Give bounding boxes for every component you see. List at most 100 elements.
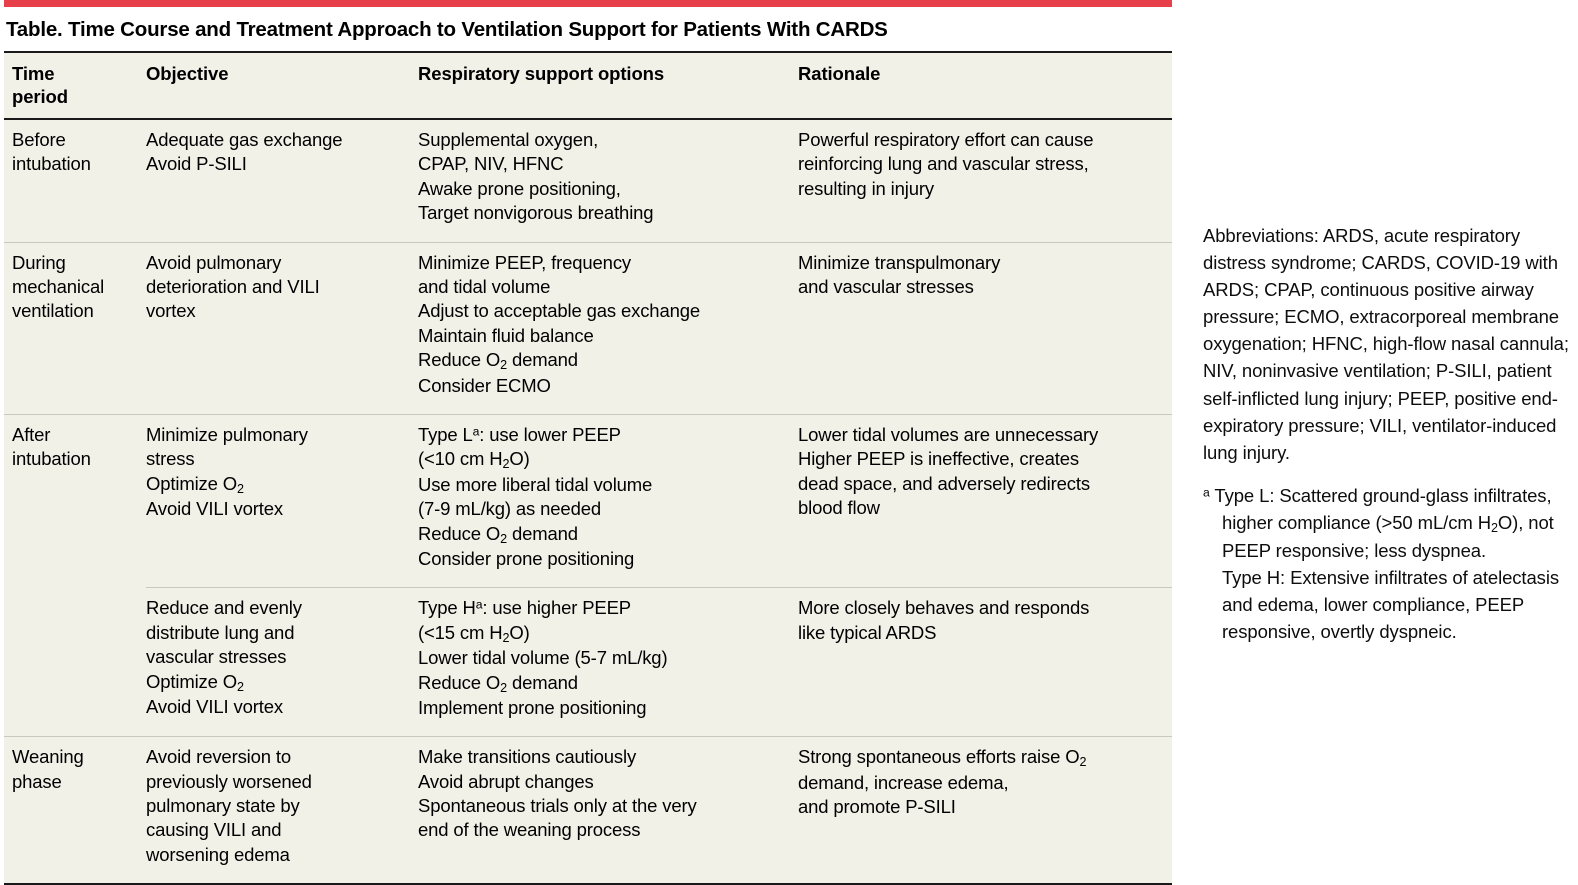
cell-respiratory-support: Type Ha: use higher PEEP (<15 cm H2O) Lo… <box>418 587 798 737</box>
cell-line: Powerful respiratory effort can cause <box>798 128 1094 150</box>
cell-objective: Avoid pulmonary deterioration and VILI v… <box>146 241 418 415</box>
cell-line-peep-value: (<15 cm H2O) <box>418 621 530 645</box>
abbreviations-note: Abbreviations: ARDS, acute respiratory d… <box>1203 225 1569 463</box>
notes-column: Abbreviations: ARDS, acute respiratory d… <box>1203 222 1571 646</box>
column-header-time-period: Time period <box>4 51 146 120</box>
accent-rule <box>4 0 1172 7</box>
data-table: Time period Objective Respiratory suppor… <box>4 51 1172 885</box>
cell-line: Before <box>12 128 66 150</box>
cell-line: end of the weaning process <box>418 819 641 841</box>
cell-line: Adequate gas exchange <box>146 128 343 150</box>
cell-line: Avoid VILI vortex <box>146 498 283 520</box>
cell-line: Higher PEEP is ineffective, creates <box>798 448 1079 470</box>
cell-line: Weaning <box>12 746 84 768</box>
cell-line: CPAP, NIV, HFNC <box>418 153 564 175</box>
cell-line: Supplemental oxygen, <box>418 128 599 150</box>
cell-line: Adjust to acceptable gas exchange <box>418 300 700 322</box>
cell-line: Minimize pulmonary <box>146 423 308 445</box>
cell-rationale: Lower tidal volumes are unnecessary High… <box>798 413 1172 588</box>
cell-rationale: More closely behaves and responds like t… <box>798 587 1172 737</box>
cell-line: blood flow <box>798 497 880 519</box>
cell-objective: Minimize pulmonary stress Optimize O2 Av… <box>146 413 418 588</box>
table-block: Table. Time Course and Treatment Approac… <box>4 0 1172 885</box>
cell-line-reduce-o2: Reduce O2 demand <box>418 522 578 546</box>
cell-line: Consider prone positioning <box>418 547 635 569</box>
cell-line: and tidal volume <box>418 276 551 297</box>
cell-line: Maintain fluid balance <box>418 324 594 346</box>
column-header-rationale: Rationale <box>798 51 1172 120</box>
cell-respiratory-support: Type La: use lower PEEP (<10 cm H2O) Use… <box>418 413 798 588</box>
cell-line: Lower tidal volume (5-7 mL/kg) <box>418 647 668 669</box>
table-row: Before intubation Adequate gas exchange … <box>4 118 1172 243</box>
cell-rationale: Minimize transpulmonary and vascular str… <box>798 241 1172 415</box>
cell-line: mechanical <box>12 276 105 297</box>
cell-line: previously worsened <box>146 770 312 792</box>
cell-line: Consider ECMO <box>418 374 551 396</box>
cell-line-type-h: Type Ha: use higher PEEP <box>418 597 631 619</box>
cell-respiratory-support: Supplemental oxygen, CPAP, NIV, HFNC Awa… <box>418 118 798 243</box>
cell-line: Avoid VILI vortex <box>146 695 283 717</box>
cell-line: like typical ARDS <box>798 621 937 643</box>
cell-objective: Avoid reversion to previously worsened p… <box>146 736 418 885</box>
table-header: Time period Objective Respiratory suppor… <box>4 51 1172 120</box>
cell-line: worsening edema <box>146 843 290 865</box>
footnote-marker: a <box>1203 485 1210 500</box>
cell-line: Avoid pulmonary <box>146 251 282 273</box>
table-body: Before intubation Adequate gas exchange … <box>4 118 1172 885</box>
cell-line: vortex <box>146 300 196 322</box>
cell-line: Reduce and evenly <box>146 597 302 619</box>
cell-line: Avoid reversion to <box>146 746 292 768</box>
cell-time-period <box>4 587 146 737</box>
table-title: Table. Time Course and Treatment Approac… <box>6 18 888 41</box>
cell-line-reduce-o2: Reduce O2 demand <box>418 349 578 372</box>
cell-line-raise-o2: Strong spontaneous efforts raise O2 <box>798 746 1087 770</box>
cell-line: causing VILI and <box>146 819 282 841</box>
cell-line: dead space, and adversely redirects <box>798 472 1090 494</box>
table-row: Weaning phase Avoid reversion to previou… <box>4 736 1172 885</box>
cell-line-optimize-o2: Optimize O2 <box>146 472 244 496</box>
cell-line: and promote P-SILI <box>798 796 956 818</box>
table-row: During mechanical ventilation Avoid pulm… <box>4 241 1172 415</box>
cell-line: (7-9 mL/kg) as needed <box>418 498 601 520</box>
cell-rationale: Strong spontaneous efforts raise O2 dema… <box>798 736 1172 885</box>
cell-line: pulmonary state by <box>146 795 300 817</box>
cell-line: distribute lung and <box>146 621 295 643</box>
cell-line-reduce-o2: Reduce O2 demand <box>418 671 578 695</box>
footnote-type-h: Type H: Extensive infiltrates of atelect… <box>1222 567 1559 643</box>
cell-line: vascular stresses <box>146 646 287 668</box>
table-figure-page: Table. Time Course and Treatment Approac… <box>4 0 1571 885</box>
table-row: After intubation Minimize pulmonary stre… <box>4 413 1172 588</box>
cell-line: ventilation <box>12 300 94 322</box>
column-header-objective: Objective <box>146 51 418 120</box>
table-row: Reduce and evenly distribute lung and va… <box>4 587 1172 737</box>
cell-line: Avoid P-SILI <box>146 153 247 175</box>
cell-line: Minimize PEEP, frequency <box>418 251 632 273</box>
cell-respiratory-support: Make transitions cautiously Avoid abrupt… <box>418 736 798 885</box>
cell-respiratory-support: Minimize PEEP, frequency and tidal volum… <box>418 241 798 415</box>
cell-line: Awake prone positioning, <box>418 177 621 199</box>
cell-time-period: During mechanical ventilation <box>4 241 146 415</box>
cell-line: stress <box>146 448 195 470</box>
cell-line: Use more liberal tidal volume <box>418 473 653 495</box>
cell-line: Implement prone positioning <box>418 696 647 718</box>
cell-line: phase <box>12 770 62 792</box>
cell-time-period: Before intubation <box>4 118 146 243</box>
cell-line: and vascular stresses <box>798 276 974 297</box>
cell-line: During <box>12 251 66 273</box>
cell-line: More closely behaves and responds <box>798 597 1090 619</box>
cell-line: intubation <box>12 153 91 175</box>
cell-line-type-l: Type La: use lower PEEP <box>418 423 621 445</box>
cell-time-period: After intubation <box>4 413 146 588</box>
header-time-line2: period <box>12 86 68 108</box>
cell-line: reinforcing lung and vascular stress, <box>798 153 1089 175</box>
cell-time-period: Weaning phase <box>4 736 146 885</box>
cell-line: Minimize transpulmonary <box>798 251 1001 273</box>
header-time-line1: Time <box>12 63 55 84</box>
footnote-a: a Type L: Scattered ground-glass infiltr… <box>1203 482 1571 646</box>
cell-objective: Adequate gas exchange Avoid P-SILI <box>146 118 418 243</box>
cell-line: resulting in injury <box>798 177 934 199</box>
cell-rationale: Powerful respiratory effort can cause re… <box>798 118 1172 243</box>
cell-line-optimize-o2: Optimize O2 <box>146 670 244 694</box>
cell-line: Spontaneous trials only at the very <box>418 795 697 817</box>
cell-line: After <box>12 423 51 445</box>
